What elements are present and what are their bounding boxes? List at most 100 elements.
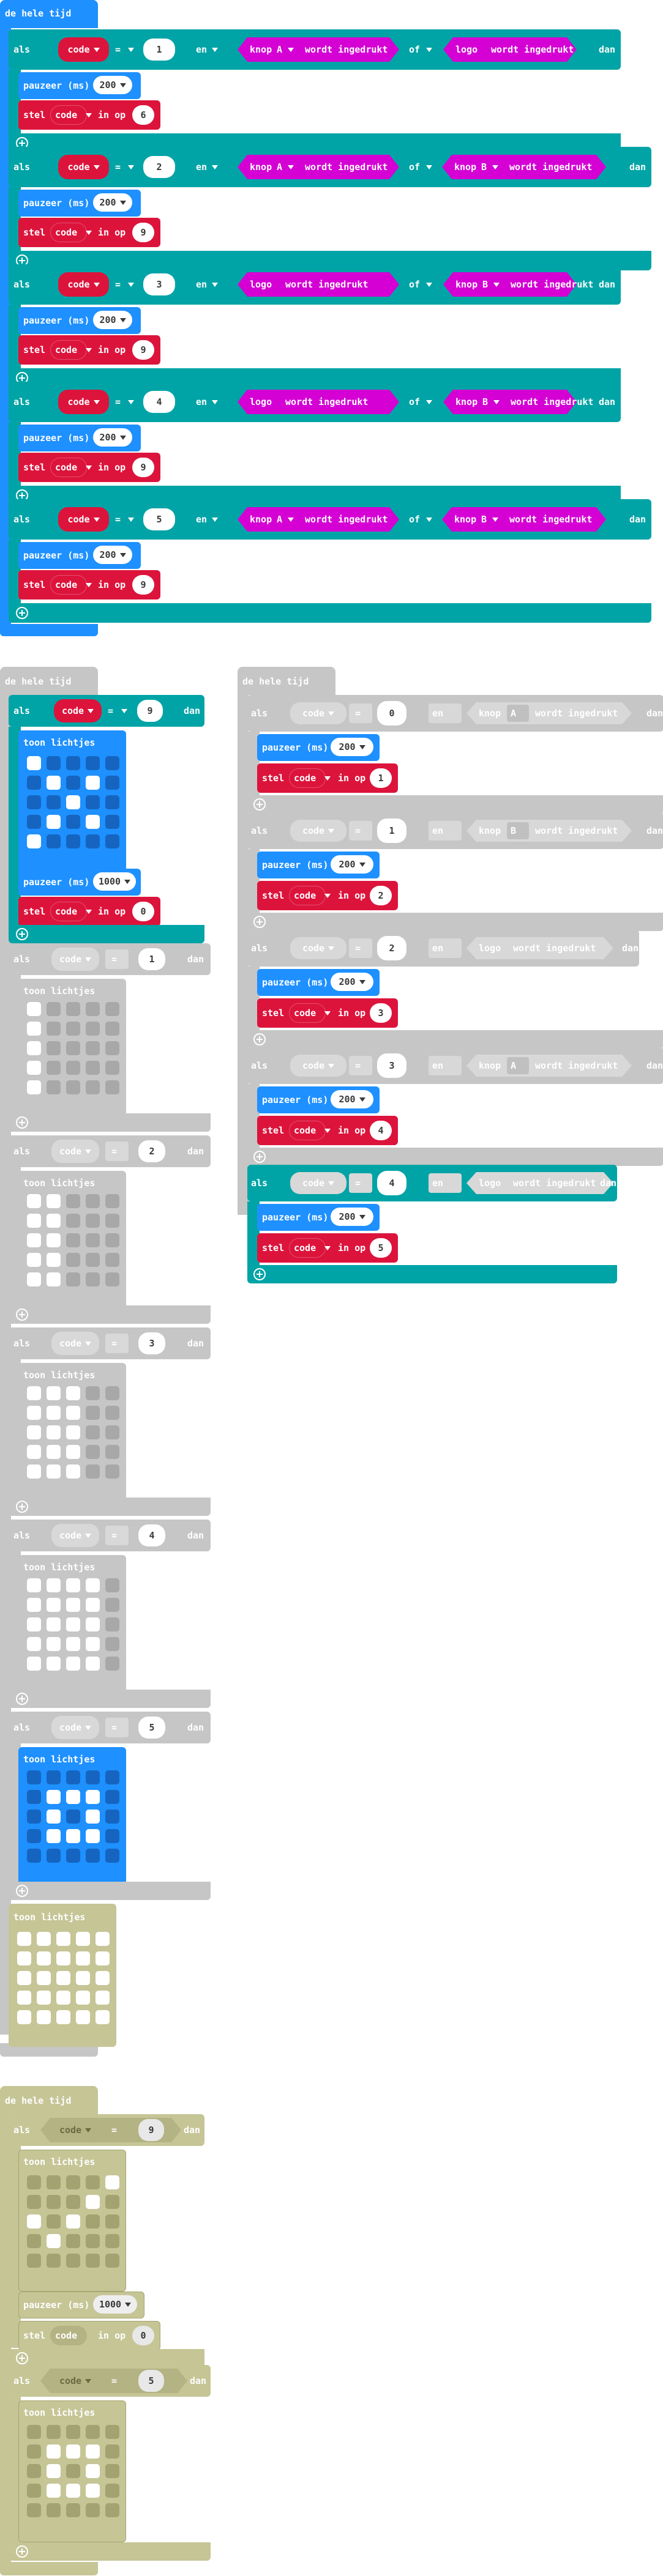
input-a[interactable] [466,702,632,724]
led-off[interactable] [105,776,119,790]
set-var[interactable] [50,2326,87,2345]
led-on[interactable] [86,1810,100,1824]
led-on[interactable] [66,1617,80,1631]
compare-value[interactable]: 0 [377,701,406,726]
led-off[interactable] [66,2464,80,2478]
var-code-dropdown[interactable]: code [51,1716,99,1739]
var-code-dropdown[interactable]: code [58,507,109,532]
led-off[interactable] [105,1598,119,1612]
and-dropdown[interactable] [429,938,462,958]
led-on[interactable] [86,2484,100,2498]
led-off[interactable] [105,2254,119,2268]
eq-dropdown[interactable] [105,1141,129,1161]
led-off[interactable] [27,795,41,809]
var-code-dropdown[interactable]: code [54,699,102,722]
led-on[interactable] [17,1951,31,1965]
led-off[interactable] [105,2195,119,2209]
led-off[interactable] [105,1406,119,1420]
compare-value[interactable]: 5 [138,2370,164,2392]
led-on[interactable] [66,1386,80,1400]
chevron-down-icon[interactable] [86,231,92,235]
led-on[interactable] [66,1637,80,1651]
led-off[interactable] [66,1022,80,1036]
led-on[interactable] [86,1790,100,1804]
led-off[interactable] [86,1406,100,1420]
led-on[interactable] [47,1637,61,1651]
led-off[interactable] [66,1770,80,1784]
and-dropdown[interactable] [429,1056,462,1075]
set-value[interactable]: 0 [132,2326,154,2345]
led-off[interactable] [86,1445,100,1459]
led-on[interactable] [96,2010,110,2024]
led-off[interactable] [105,1041,119,1055]
led-on[interactable] [37,2010,51,2024]
chevron-down-icon[interactable] [288,518,294,522]
led-on[interactable] [56,1991,70,2005]
led-on[interactable] [27,1233,41,1247]
input-b-4[interactable] [443,390,577,414]
led-off[interactable] [105,1829,119,1843]
and-dropdown[interactable] [429,821,462,841]
led-on[interactable] [47,1657,61,1671]
led-on[interactable] [86,1657,100,1671]
led-off[interactable] [27,2254,41,2268]
led-off[interactable] [47,2175,61,2189]
led-on[interactable] [56,1951,70,1965]
led-on[interactable] [47,1425,61,1439]
led-on[interactable] [47,2234,61,2248]
var-code-dropdown[interactable]: code [51,1332,99,1355]
led-off[interactable] [66,1849,80,1863]
compare-value[interactable]: 3 [377,1053,406,1078]
led-on[interactable] [37,1991,51,2005]
chevron-down-icon[interactable] [86,583,92,587]
compare-value[interactable]: 4 [377,1171,406,1195]
led-grid-first[interactable] [27,756,119,848]
chevron-down-icon[interactable] [426,400,432,404]
chevron-down-icon[interactable] [426,165,432,169]
led-on[interactable] [27,1194,41,1208]
eq-dropdown[interactable] [349,1056,372,1075]
input-a-5[interactable] [238,507,399,532]
set-value-2[interactable]: 9 [132,223,154,242]
led-on[interactable] [66,1578,80,1592]
compare-value[interactable]: 5 [138,1717,165,1739]
pause-value[interactable]: 200 [331,738,373,756]
led-off[interactable] [47,1002,61,1016]
led-off[interactable] [105,2503,119,2517]
led-on[interactable] [17,1991,31,2005]
led-on[interactable] [86,2195,100,2209]
led-on[interactable] [47,1578,61,1592]
led-grid-1[interactable] [27,1002,119,1094]
led-on[interactable] [86,1578,100,1592]
led-off[interactable] [47,1080,61,1094]
led-on[interactable] [86,1637,100,1651]
led-on[interactable] [47,1445,61,1459]
set-value[interactable]: 5 [370,1238,392,1258]
forever-hat-4[interactable] [0,2086,98,2114]
led-on[interactable] [17,2010,31,2024]
led-on[interactable] [56,1932,70,1946]
led-on[interactable] [47,1214,61,1228]
led-off[interactable] [66,776,80,790]
led-off[interactable] [105,1214,119,1228]
and-dropdown[interactable] [429,703,462,723]
led-off[interactable] [86,1080,100,1094]
led-off[interactable] [86,1214,100,1228]
led-on[interactable] [86,776,100,790]
forever-hat-3[interactable] [238,667,335,695]
led-off[interactable] [66,1002,80,1016]
input-a[interactable] [466,820,632,842]
led-on[interactable] [27,1041,41,1055]
led-off[interactable] [27,2234,41,2248]
led-on[interactable] [76,1932,90,1946]
led-on[interactable] [66,1464,80,1479]
chevron-down-icon[interactable] [128,283,134,287]
led-off[interactable] [105,1080,119,1094]
add-else-icon[interactable] [16,372,28,384]
led-off[interactable] [66,1272,80,1286]
chevron-down-icon[interactable] [426,48,432,52]
led-off[interactable] [86,1253,100,1267]
led-off[interactable] [27,2484,41,2498]
input-b-1[interactable] [443,37,577,62]
eq-dropdown[interactable] [105,1334,129,1353]
